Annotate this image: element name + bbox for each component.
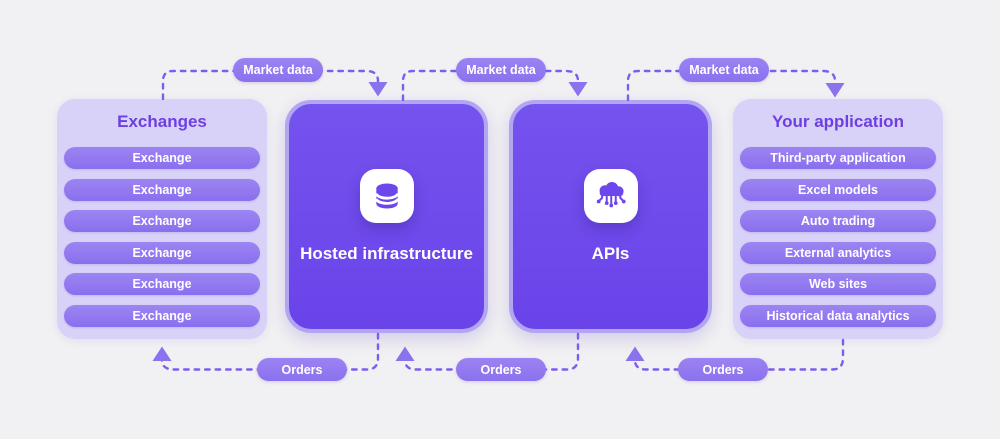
hosted-infrastructure-label: Hosted infrastructure <box>300 244 473 263</box>
application-pill: Auto trading <box>740 210 936 232</box>
exchange-pill: Exchange <box>64 273 260 295</box>
database-icon <box>359 169 414 223</box>
application-pill: Historical data analytics <box>740 304 936 327</box>
cloud-network-icon <box>583 169 638 223</box>
application-pill: Web sites <box>740 273 936 295</box>
orders-badge: Orders <box>257 358 347 381</box>
exchange-pill: Exchange <box>64 241 260 264</box>
arrowhead-down-icon <box>568 82 588 97</box>
application-pill: Excel models <box>740 178 936 201</box>
application-pill: Third-party application <box>740 147 936 169</box>
market-data-badge: Market data <box>456 58 546 82</box>
arrowhead-up-icon <box>625 346 645 361</box>
market-data-line-2 <box>401 69 580 102</box>
hosted-infrastructure-box: Hosted infrastructure <box>285 100 488 333</box>
apis-box: APIs <box>509 100 712 333</box>
apis-label: APIs <box>591 244 630 263</box>
arrowhead-up-icon <box>395 346 415 361</box>
arrowhead-down-icon <box>368 82 388 97</box>
your-application-title: Your application <box>772 112 904 131</box>
market-data-badge: Market data <box>233 58 323 82</box>
exchange-pill: Exchange <box>64 178 260 201</box>
exchanges-title: Exchanges <box>117 112 207 131</box>
application-pill: External analytics <box>740 241 936 264</box>
arrowhead-up-icon <box>152 346 172 361</box>
exchange-pill: Exchange <box>64 210 260 232</box>
exchange-pill: Exchange <box>64 147 260 169</box>
market-data-badge: Market data <box>679 58 769 82</box>
arrowhead-down-icon <box>825 83 845 98</box>
exchanges-panel: Exchanges Exchange Exchange Exchange Exc… <box>57 99 267 339</box>
your-application-panel: Your application Third-party application… <box>733 99 943 339</box>
orders-badge: Orders <box>456 358 546 381</box>
exchange-pill: Exchange <box>64 304 260 327</box>
orders-badge: Orders <box>678 358 768 381</box>
